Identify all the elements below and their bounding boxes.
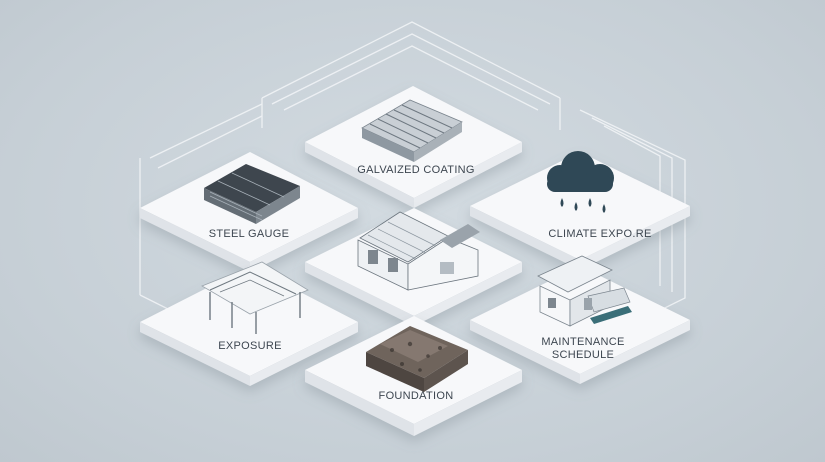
open-shed-icon (201, 261, 309, 334)
exposure-label: EXPOSURE (218, 340, 282, 352)
corrugated-panel-icon (361, 99, 463, 162)
foundation-label: FOUNDATION (378, 390, 454, 402)
maintenance-schedule-label-line2: SCHEDULE (551, 349, 615, 361)
steel-gauge-label: STEEL GAUGE (208, 228, 290, 240)
house-icon (537, 255, 632, 327)
climate-exposure-label: CLIMATE EXPO.RE (548, 228, 652, 240)
steel-building-icon (357, 211, 480, 291)
steel-sheet-stack-icon (204, 164, 300, 224)
tile-exposure (140, 266, 358, 386)
tile-climate-exposure (470, 152, 690, 270)
rain-cloud-icon (547, 151, 614, 213)
gravel-foundation-icon (366, 326, 468, 392)
maintenance-schedule-label-line1: MAINTENANCE (541, 336, 625, 348)
galvanized-coating-label: GALVAIZED COATING (357, 164, 475, 176)
